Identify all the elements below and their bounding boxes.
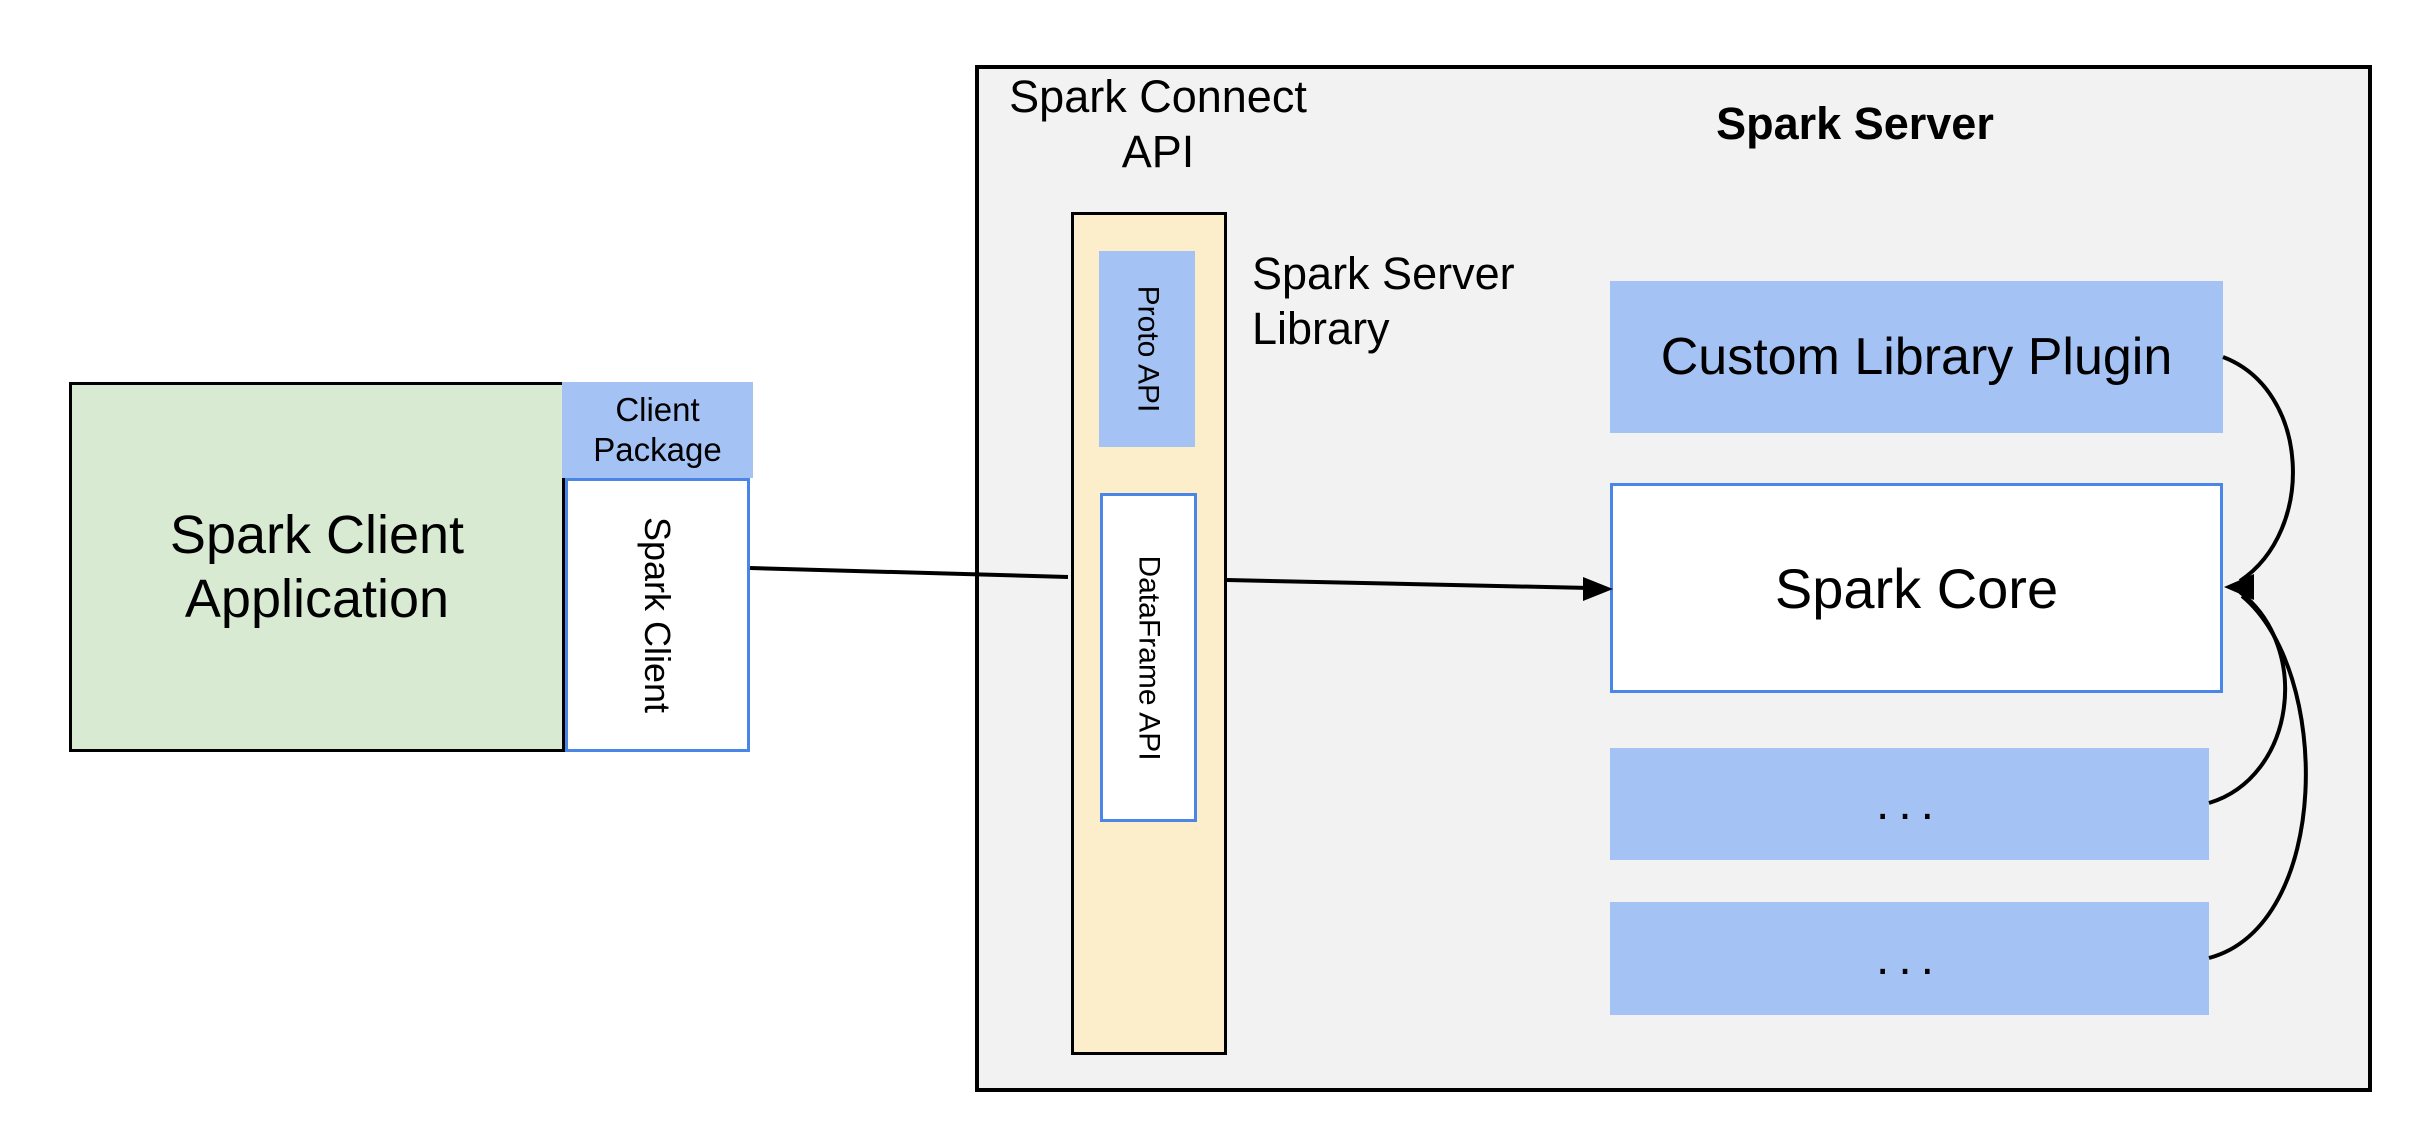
spark-client-application-box: Spark Client Application xyxy=(69,382,565,752)
spark-server-title: Spark Server xyxy=(1716,97,1994,149)
spark-connect-api-title-line2: API xyxy=(1121,126,1195,177)
more-plugins-box-1: ... xyxy=(1610,748,2209,860)
client-package-box: Client Package xyxy=(562,382,753,478)
client-package-label-line2: Package xyxy=(593,431,722,468)
more-plugins-box-2: ... xyxy=(1610,902,2209,1015)
dataframe-api-box: DataFrame API xyxy=(1100,493,1197,822)
dataframe-api-label: DataFrame API xyxy=(1132,554,1166,761)
spark-server-library-label-line2: Library xyxy=(1252,303,1390,354)
spark-client-application-label-line1: Spark Client xyxy=(169,505,465,565)
spark-connect-api-title: Spark Connect API xyxy=(958,68,1358,180)
client-package-label-line1: Client xyxy=(615,391,700,428)
custom-library-plugin-box: Custom Library Plugin xyxy=(1610,281,2223,433)
spark-server-library-label: Spark Server Library xyxy=(1252,246,1572,366)
spark-core-box: Spark Core xyxy=(1610,483,2223,693)
spark-client-application-label-line2: Application xyxy=(184,569,450,629)
spark-client-label: Spark Client xyxy=(637,516,679,714)
spark-client-box: Spark Client xyxy=(565,478,750,752)
spark-server-library-label-line1: Spark Server xyxy=(1252,248,1515,299)
proto-api-label: Proto API xyxy=(1131,285,1164,413)
proto-api-box: Proto API xyxy=(1099,251,1195,447)
spark-connect-api-title-line1: Spark Connect xyxy=(1009,71,1307,122)
